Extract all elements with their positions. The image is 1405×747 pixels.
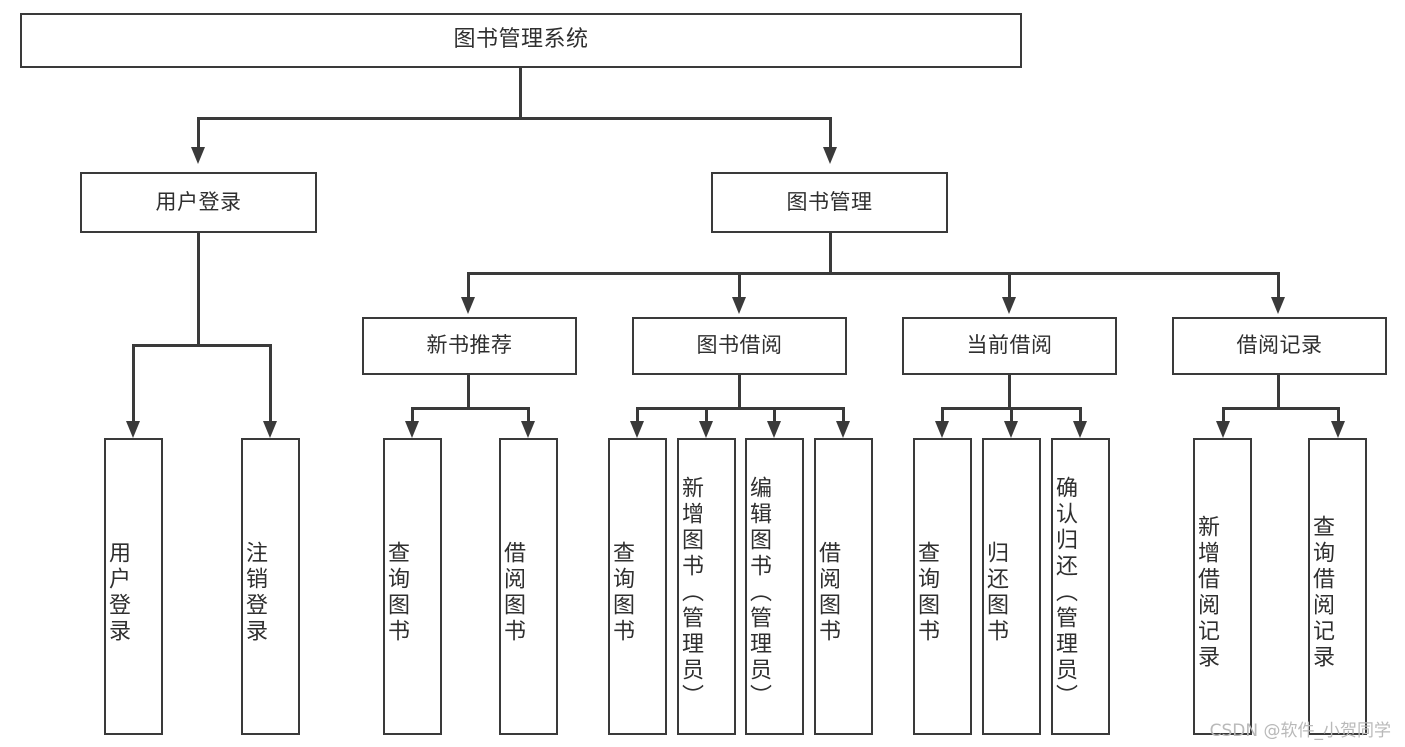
connector-bm-to-borrow-record [1277, 272, 1280, 297]
connector-user-login-to-leaf-1 [132, 344, 135, 421]
connector-book-borrow-stem [738, 375, 741, 407]
node-book-management[interactable]: 图书管理 [711, 172, 948, 233]
connector-bm-to-new-book [467, 272, 470, 297]
arrow-into-new-book-recommend [461, 297, 475, 314]
connector-user-login-bus [132, 344, 271, 347]
node-label: 查询图书 [609, 540, 634, 645]
connector-cb-to-leaf-2 [1010, 407, 1013, 421]
connector-bb-to-leaf-2 [705, 407, 708, 421]
node-label: 借阅图书 [500, 540, 525, 645]
arrow-into-cb-leaf-3 [1073, 421, 1087, 438]
arrow-into-user-login [191, 147, 205, 164]
arrow-into-br-leaf-2 [1331, 421, 1345, 438]
connector-nb-to-leaf-1 [411, 407, 414, 421]
connector-borrow-record-bus [1222, 407, 1339, 410]
connector-nb-to-leaf-2 [527, 407, 530, 421]
node-label: 当前借阅 [966, 333, 1053, 358]
node-label: 用户登录 [155, 189, 242, 214]
arrow-into-cb-leaf-1 [935, 421, 949, 438]
arrow-into-book-management [823, 147, 837, 164]
arrow-into-user-login-leaf-2 [263, 421, 277, 438]
node-borrow-record[interactable]: 借阅记录 [1172, 317, 1387, 375]
arrow-into-cb-leaf-2 [1004, 421, 1018, 438]
node-label: 编辑图书（管理员） [746, 475, 771, 710]
node-book-borrow[interactable]: 图书借阅 [632, 317, 847, 375]
node-label: 确认归还（管理员） [1052, 475, 1077, 710]
node-label: 新增借阅记录 [1194, 514, 1219, 671]
node-label: 查询图书 [384, 540, 409, 645]
leaf-current-borrow-return-books[interactable]: 归还图书 [982, 438, 1041, 735]
node-user-login[interactable]: 用户登录 [80, 172, 317, 233]
arrow-into-bb-leaf-4 [836, 421, 850, 438]
connector-root-to-book-management [829, 117, 832, 147]
leaf-borrow-record-add-record[interactable]: 新增借阅记录 [1193, 438, 1252, 735]
connector-book-management-stem [829, 233, 832, 272]
leaf-current-borrow-confirm-return-admin[interactable]: 确认归还（管理员） [1051, 438, 1110, 735]
node-label: 查询图书 [914, 540, 939, 645]
node-label: 图书管理 [786, 189, 873, 214]
node-new-book-recommend[interactable]: 新书推荐 [362, 317, 577, 375]
node-label: 图书借阅 [696, 333, 783, 358]
connector-root-stem [519, 68, 522, 117]
leaf-new-book-query-books[interactable]: 查询图书 [383, 438, 442, 735]
connector-bb-to-leaf-4 [842, 407, 845, 421]
node-current-borrow[interactable]: 当前借阅 [902, 317, 1117, 375]
connector-current-borrow-stem [1008, 375, 1011, 407]
connector-root-bus [197, 117, 831, 120]
connector-root-to-user-login [197, 117, 200, 147]
connector-bm-to-current-borrow [1008, 272, 1011, 297]
node-label: 用户登录 [105, 540, 130, 645]
node-label: 借阅图书 [815, 540, 840, 645]
leaf-book-borrow-edit-book-admin[interactable]: 编辑图书（管理员） [745, 438, 804, 735]
connector-new-book-stem [467, 375, 470, 407]
connector-book-borrow-bus [636, 407, 842, 410]
connector-new-book-bus [411, 407, 530, 410]
connector-br-to-leaf-1 [1222, 407, 1225, 421]
node-label: 注销登录 [242, 540, 267, 645]
node-label: 查询借阅记录 [1309, 514, 1334, 671]
leaf-new-book-borrow-books[interactable]: 借阅图书 [499, 438, 558, 735]
arrow-into-nb-leaf-1 [405, 421, 419, 438]
leaf-book-borrow-add-book-admin[interactable]: 新增图书（管理员） [677, 438, 736, 735]
node-root-book-management-system[interactable]: 图书管理系统 [20, 13, 1022, 68]
connector-bb-to-leaf-3 [773, 407, 776, 421]
connector-borrow-record-stem [1277, 375, 1280, 407]
arrow-into-bb-leaf-3 [767, 421, 781, 438]
arrow-into-book-borrow [732, 297, 746, 314]
node-label: 归还图书 [983, 540, 1008, 645]
arrow-into-bb-leaf-1 [630, 421, 644, 438]
arrow-into-borrow-record [1271, 297, 1285, 314]
connector-book-management-bus [467, 272, 1279, 275]
leaf-user-login-login[interactable]: 用户登录 [104, 438, 163, 735]
leaf-borrow-record-query-record[interactable]: 查询借阅记录 [1308, 438, 1367, 735]
node-label: 图书管理系统 [453, 27, 589, 53]
connector-br-to-leaf-2 [1337, 407, 1340, 421]
leaf-book-borrow-query-books[interactable]: 查询图书 [608, 438, 667, 735]
leaf-user-login-logout[interactable]: 注销登录 [241, 438, 300, 735]
node-label: 新书推荐 [426, 333, 513, 358]
arrow-into-current-borrow [1002, 297, 1016, 314]
leaf-current-borrow-query-books[interactable]: 查询图书 [913, 438, 972, 735]
arrow-into-bb-leaf-2 [699, 421, 713, 438]
arrow-into-br-leaf-1 [1216, 421, 1230, 438]
connector-cb-to-leaf-3 [1079, 407, 1082, 421]
leaf-book-borrow-borrow-books[interactable]: 借阅图书 [814, 438, 873, 735]
connector-cb-to-leaf-1 [941, 407, 944, 421]
arrow-into-nb-leaf-2 [521, 421, 535, 438]
connector-user-login-to-leaf-2 [269, 344, 272, 421]
connector-bm-to-book-borrow [738, 272, 741, 297]
node-label: 借阅记录 [1236, 333, 1323, 358]
arrow-into-user-login-leaf-1 [126, 421, 140, 438]
connector-user-login-stem [197, 233, 200, 344]
node-label: 新增图书（管理员） [678, 475, 703, 710]
connector-bb-to-leaf-1 [636, 407, 639, 421]
